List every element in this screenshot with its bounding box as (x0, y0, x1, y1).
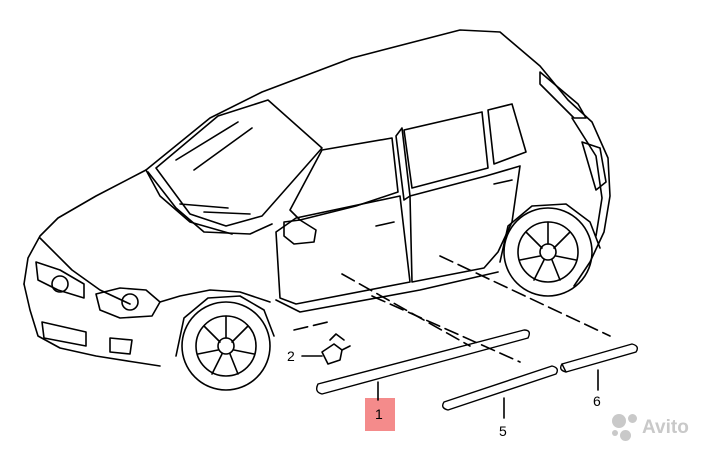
callout-1-highlight (365, 398, 395, 431)
rear-light (581, 141, 607, 191)
avito-watermark-text: Avito (642, 416, 689, 438)
hood-crease (147, 171, 273, 235)
lower-grille (41, 321, 87, 347)
leader-1b (293, 321, 329, 331)
windshield-reflection (175, 121, 253, 171)
vw-badge (51, 275, 69, 293)
rear-spoiler (539, 71, 587, 119)
leader-1 (341, 273, 471, 347)
grille (35, 261, 85, 299)
front-door-handle (375, 221, 395, 227)
front-face (23, 283, 161, 367)
front-spokes (197, 315, 255, 375)
front-door (275, 195, 411, 305)
windshield-base (145, 169, 233, 235)
rear-wheel-arch (499, 203, 601, 263)
hood-outline (23, 169, 147, 285)
callout-6-label: 6 (593, 393, 601, 409)
callout-1-label: 1 (375, 406, 383, 422)
hood-front-edge (39, 237, 131, 305)
rear-tire (503, 207, 593, 297)
leader-5 (371, 295, 521, 363)
quarter-window (487, 103, 527, 165)
headlight (95, 287, 161, 319)
front-tire (181, 301, 271, 391)
sill-line (275, 271, 499, 313)
wiper (179, 203, 251, 215)
rear-pillar (571, 117, 603, 237)
rear-spokes (519, 221, 577, 281)
trim-strip-6 (559, 343, 639, 373)
callout-2-label: 2 (287, 348, 295, 364)
callout-5-label: 5 (499, 423, 507, 439)
front-hub (217, 337, 235, 355)
rear-door-handle (493, 179, 513, 185)
rear-side-window (403, 111, 489, 189)
front-wheel-arch (175, 295, 275, 357)
trim-strip-6-end (561, 363, 567, 373)
front-fender (159, 289, 271, 303)
fog-light (109, 337, 133, 355)
avito-watermark: Avito (612, 414, 689, 441)
mirror (283, 219, 317, 245)
headlight-lens (121, 293, 139, 311)
avito-logo-icon (612, 414, 638, 441)
windshield (155, 99, 323, 227)
trim-strip-1 (315, 329, 531, 395)
clip-part-2 (321, 333, 351, 365)
trim-strip-5 (441, 365, 559, 411)
rear-hub (539, 243, 557, 261)
leader-6 (439, 255, 611, 337)
